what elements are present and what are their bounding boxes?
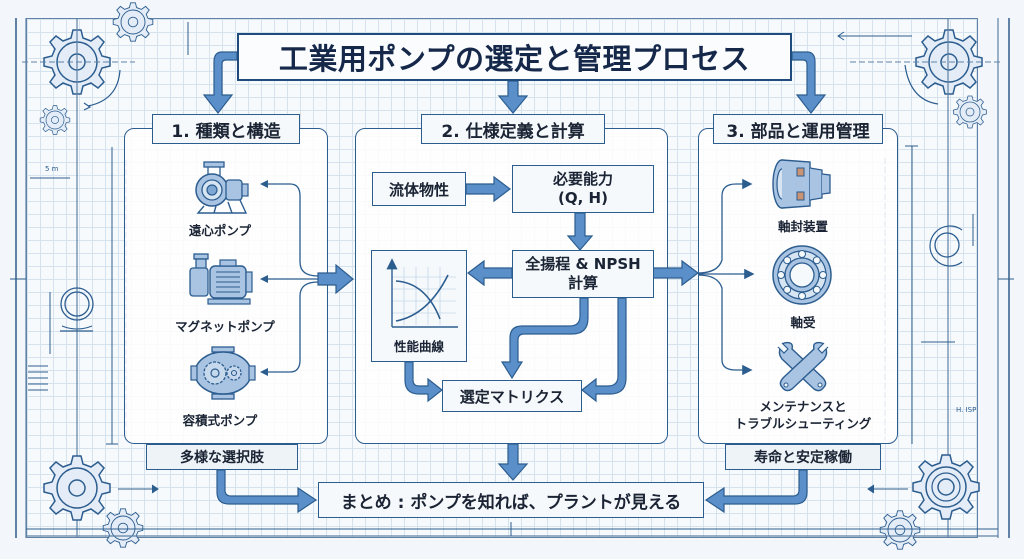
capacity-line1: 必要能力 <box>552 170 613 188</box>
node-fluid-properties: 流体物性 <box>372 172 466 206</box>
wrench-icon <box>777 341 829 392</box>
page-title: 工業用ポンプの選定と管理プロセス <box>237 33 792 81</box>
frame-line-left <box>15 18 17 538</box>
node-performance-curve: 性能曲線 <box>371 250 467 362</box>
mechanical-seal-icon <box>772 159 831 209</box>
item-maintenance-troubleshooting: メンテナンスと トラブルシューティング <box>728 398 878 432</box>
node-required-capacity: 必要能力 (Q, H) <box>512 165 654 213</box>
positive-displacement-pump-icon <box>190 346 256 400</box>
item-bearing: 軸受 <box>790 315 816 330</box>
section2-heading: 2. 仕様定義と計算 <box>421 114 605 144</box>
head-line1: 全揚程 & NPSH <box>525 255 641 273</box>
item-mechanical-seal: 軸封装置 <box>777 219 828 234</box>
section1-footer: 多様な選択肢 <box>146 444 298 470</box>
section3-footer: 寿命と安定稼働 <box>725 444 881 470</box>
item-positive-displacement-pump: 容積式ポンプ <box>182 413 258 428</box>
section1-heading: 1. 種類と構造 <box>152 114 300 144</box>
curve-label: 性能曲線 <box>393 339 444 354</box>
item-centrifugal-pump: 遠心ポンプ <box>188 223 252 238</box>
maintenance-line1: メンテナンスと <box>759 399 847 414</box>
bearing-icon <box>772 245 832 305</box>
section3-heading: 3. 部品と運用管理 <box>713 114 883 144</box>
maintenance-line2: トラブルシューティング <box>734 416 872 431</box>
node-selection-matrix: 選定マトリクス <box>442 380 582 412</box>
node-head-npsh-calc: 全揚程 & NPSH 計算 <box>512 250 654 298</box>
frame-line-right <box>1008 18 1010 538</box>
summary-box: まとめ : ポンプを知れば、プラントが見える <box>318 482 704 518</box>
magnet-pump-icon <box>189 253 253 305</box>
capacity-line2: (Q, H) <box>558 189 608 207</box>
centrifugal-pump-icon <box>195 161 249 214</box>
item-magnet-pump: マグネットポンプ <box>175 319 275 334</box>
head-line2: 計算 <box>567 274 598 292</box>
performance-curve-chart-icon <box>386 258 458 328</box>
